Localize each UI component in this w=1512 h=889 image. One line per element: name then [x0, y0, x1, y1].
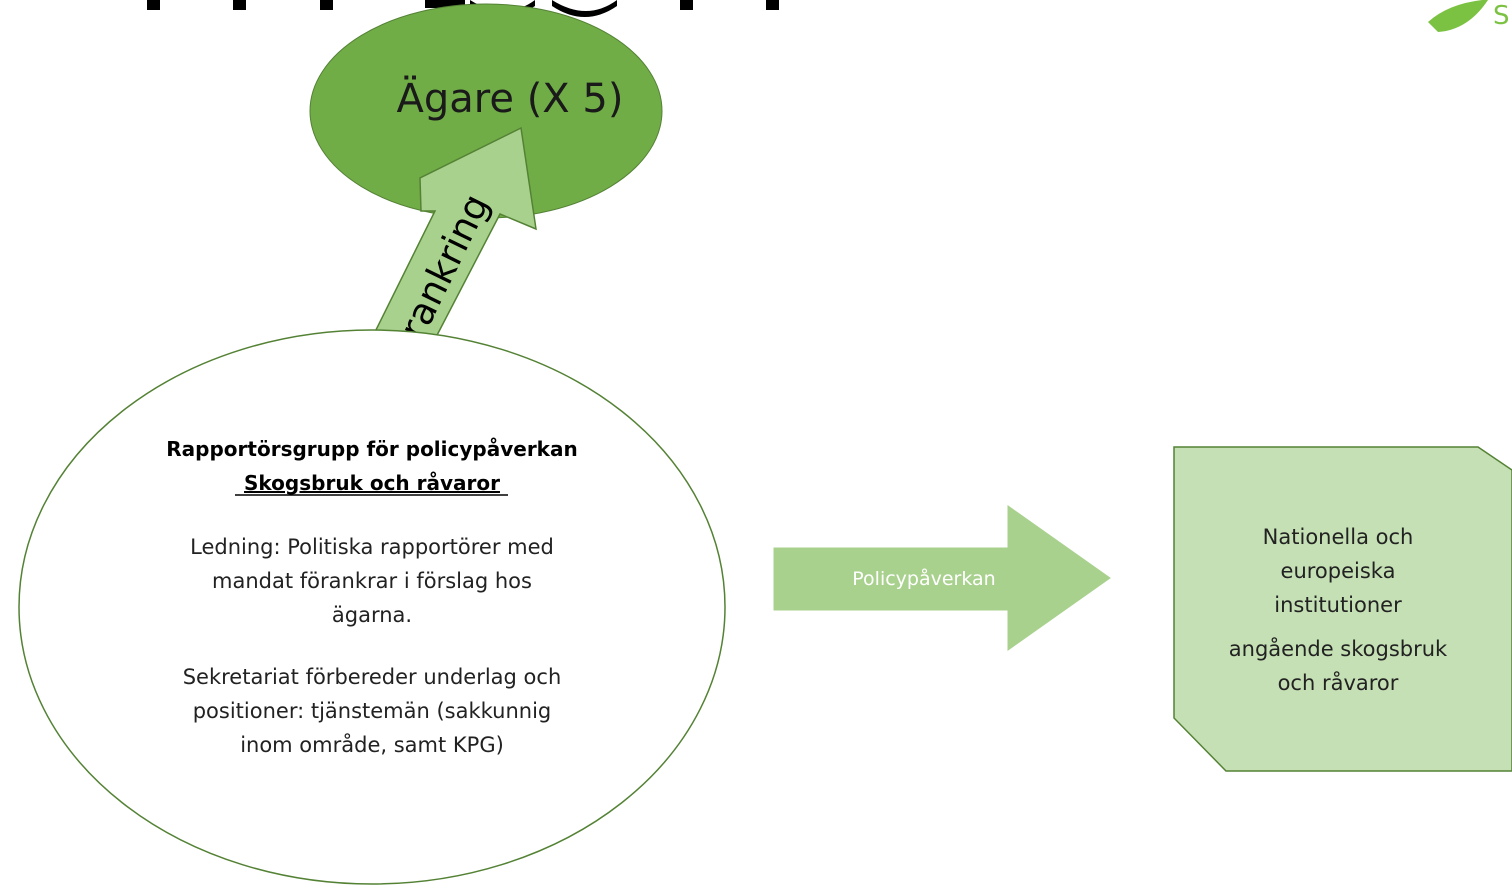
institutions-line-4: angående skogsbruk	[1229, 636, 1448, 661]
group-leadership-line-1: Ledning: Politiska rapportörer med	[190, 535, 554, 559]
group-secretariat-line-1: Sekretariat förbereder underlag och	[183, 665, 562, 689]
group-leadership-line-2: mandat förankrar i förslag hos	[212, 569, 532, 593]
institutions-node	[1173, 446, 1512, 772]
policy-arrow	[773, 505, 1111, 651]
institutions-line-2: europeiska	[1281, 559, 1396, 583]
group-secretariat-line-3: inom område, samt KPG)	[240, 732, 504, 757]
institutions-line-5: och råvaror	[1278, 670, 1399, 695]
institutions-line-3: institutioner	[1274, 593, 1402, 617]
group-subtitle: Skogsbruk och råvaror	[244, 471, 500, 495]
owners-label: Ägare (X 5)	[397, 74, 624, 122]
group-title: Rapportörsgrupp för policypåverkan	[166, 437, 577, 461]
svg-text:S: S	[1493, 1, 1510, 31]
rapporteur-group-node	[18, 329, 726, 885]
group-secretariat-line-2: positioner: tjänstemän (sakkunnig	[193, 699, 552, 723]
institutions-line-1: Nationella och	[1263, 525, 1414, 549]
policy-arrow-label: Policypåverkan	[852, 567, 995, 590]
group-leadership-line-3: ägarna.	[332, 603, 412, 627]
logo-leaf-icon: S	[1428, 0, 1510, 32]
